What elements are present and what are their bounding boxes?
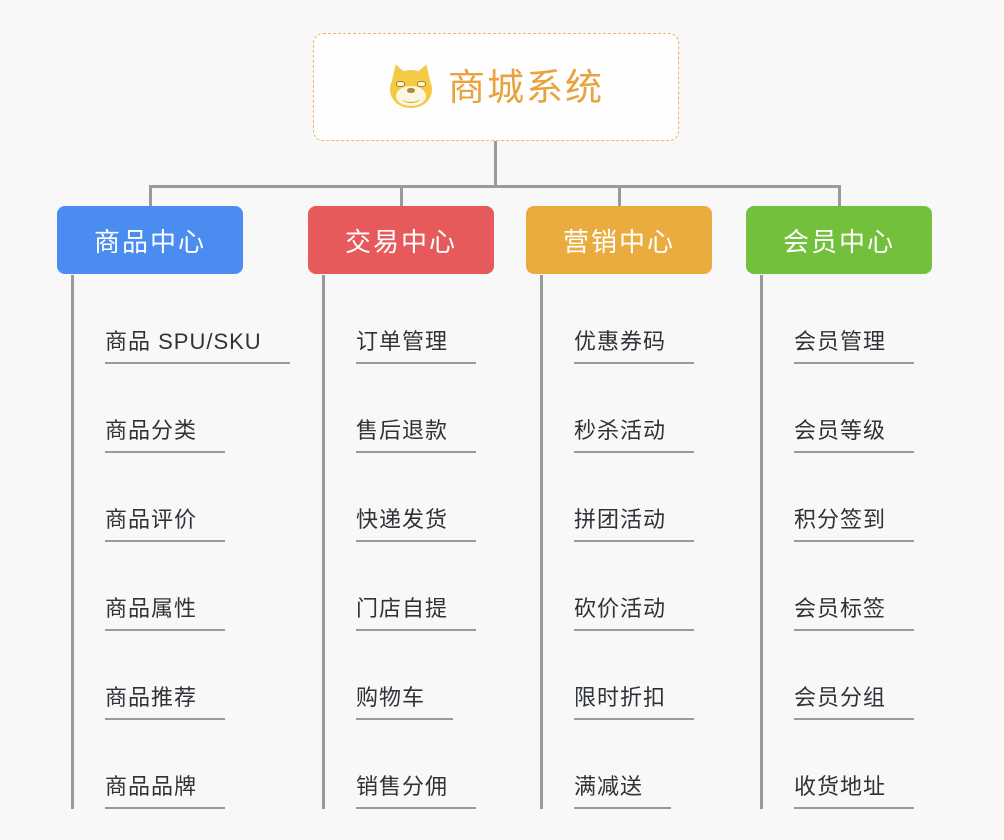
- leaf-spine: [540, 275, 543, 809]
- leaf-item[interactable]: 会员分组: [760, 631, 915, 720]
- leaf-item-label: 门店自提: [356, 596, 477, 631]
- leaf-item-label: 会员等级: [794, 418, 915, 453]
- leaf-item[interactable]: 拼团活动: [540, 453, 695, 542]
- category-header-label: 营销中心: [562, 226, 675, 257]
- leaf-item-label: 砍价活动: [574, 596, 695, 631]
- leaf-column-marketing-center: 优惠券码 秒杀活动 拼团活动 砍价活动 限时折扣 满减送: [540, 275, 695, 809]
- leaf-item[interactable]: 快递发货: [322, 453, 477, 542]
- leaf-item-label: 优惠券码: [574, 329, 695, 364]
- connector-drop-col-2: [400, 185, 403, 207]
- connector-horizontal-bus: [150, 185, 840, 188]
- leaf-item[interactable]: 门店自提: [322, 542, 477, 631]
- category-header-label: 会员中心: [782, 226, 895, 257]
- leaf-item-label: 销售分佣: [356, 774, 477, 809]
- connector-root-stem: [494, 141, 497, 187]
- leaf-item-label: 商品品牌: [105, 774, 226, 809]
- leaf-spine: [322, 275, 325, 809]
- leaf-column-member-center: 会员管理 会员等级 积分签到 会员标签 会员分组 收货地址: [760, 275, 915, 809]
- leaf-item-label: 商品推荐: [105, 685, 226, 720]
- leaf-item[interactable]: 售后退款: [322, 364, 477, 453]
- leaf-item-label: 商品分类: [105, 418, 226, 453]
- leaf-item-label: 秒杀活动: [574, 418, 695, 453]
- leaf-item[interactable]: 收货地址: [760, 720, 915, 809]
- category-header-trade-center[interactable]: 交易中心: [308, 206, 494, 274]
- leaf-item[interactable]: 商品属性: [71, 542, 290, 631]
- category-header-marketing-center[interactable]: 营销中心: [526, 206, 712, 274]
- connector-drop-col-4: [838, 185, 841, 207]
- leaf-item[interactable]: 商品 SPU/SKU: [71, 275, 290, 364]
- leaf-item-label: 收货地址: [794, 774, 915, 809]
- leaf-item-label: 购物车: [356, 685, 454, 720]
- leaf-item-label: 限时折扣: [574, 685, 695, 720]
- leaf-item[interactable]: 满减送: [540, 720, 694, 809]
- root-node-mall-system[interactable]: 商城系统: [313, 33, 679, 141]
- connector-drop-col-3: [618, 185, 621, 207]
- leaf-item[interactable]: 订单管理: [322, 275, 477, 364]
- leaf-item-label: 商品属性: [105, 596, 226, 631]
- leaf-item[interactable]: 商品推荐: [71, 631, 290, 720]
- leaf-item[interactable]: 销售分佣: [322, 720, 477, 809]
- leaf-item[interactable]: 秒杀活动: [540, 364, 695, 453]
- leaf-item-label: 会员管理: [794, 329, 915, 364]
- root-node-title: 商城系统: [448, 66, 604, 108]
- leaf-item-label: 快递发货: [356, 507, 477, 542]
- leaf-item[interactable]: 商品评价: [71, 453, 290, 542]
- leaf-item[interactable]: 限时折扣: [540, 631, 695, 720]
- leaf-item-label: 满减送: [574, 774, 672, 809]
- leaf-item[interactable]: 商品品牌: [71, 720, 290, 809]
- leaf-item[interactable]: 优惠券码: [540, 275, 695, 364]
- leaf-item-label: 售后退款: [356, 418, 477, 453]
- leaf-item-label: 积分签到: [794, 507, 915, 542]
- leaf-item-label: 会员分组: [794, 685, 915, 720]
- category-header-product-center[interactable]: 商品中心: [57, 206, 243, 274]
- leaf-item[interactable]: 会员管理: [760, 275, 915, 364]
- connector-drop-col-1: [149, 185, 152, 207]
- leaf-item[interactable]: 商品分类: [71, 364, 290, 453]
- leaf-item-label: 订单管理: [356, 329, 477, 364]
- category-header-label: 商品中心: [93, 226, 206, 257]
- leaf-spine: [71, 275, 74, 809]
- leaf-column-trade-center: 订单管理 售后退款 快递发货 门店自提 购物车 销售分佣: [322, 275, 477, 809]
- leaf-item[interactable]: 砍价活动: [540, 542, 695, 631]
- leaf-column-product-center: 商品 SPU/SKU 商品分类 商品评价 商品属性 商品推荐 商品品牌: [71, 275, 290, 809]
- category-header-member-center[interactable]: 会员中心: [746, 206, 932, 274]
- leaf-item-label: 会员标签: [794, 596, 915, 631]
- leaf-item-label: 商品 SPU/SKU: [105, 329, 290, 364]
- leaf-item-label: 商品评价: [105, 507, 226, 542]
- category-header-label: 交易中心: [344, 226, 457, 257]
- dog-face-icon: [387, 61, 435, 110]
- leaf-spine: [760, 275, 763, 809]
- leaf-item-label: 拼团活动: [574, 507, 695, 542]
- leaf-item[interactable]: 积分签到: [760, 453, 915, 542]
- leaf-item[interactable]: 购物车: [322, 631, 476, 720]
- leaf-item[interactable]: 会员等级: [760, 364, 915, 453]
- leaf-item[interactable]: 会员标签: [760, 542, 915, 631]
